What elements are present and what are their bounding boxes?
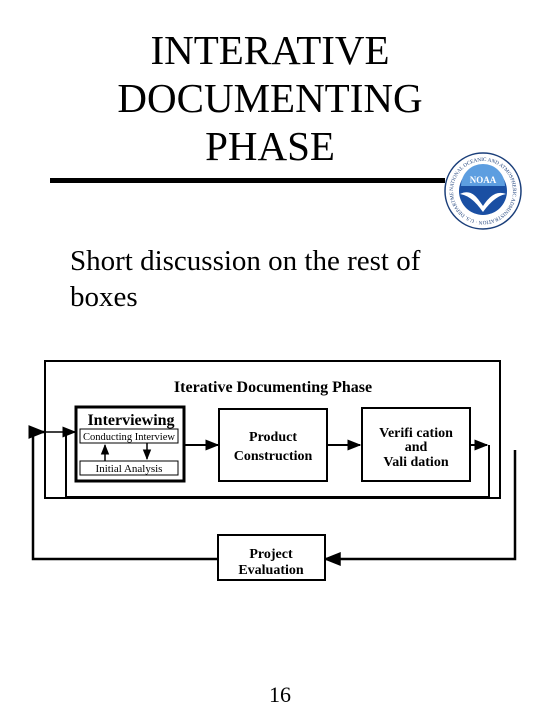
product-line-2: Construction — [234, 449, 313, 464]
conducting-interview-box — [79, 428, 179, 444]
title-line-1: INTERATIVE — [150, 27, 390, 73]
phase-title: Iterative Documenting Phase — [174, 379, 372, 396]
process-diagram: Iterative Documenting Phase Interviewing… — [28, 360, 517, 581]
interviewing-title: Interviewing — [87, 412, 174, 429]
initial-analysis-box — [79, 460, 179, 476]
arrow-to-evaluation — [323, 450, 517, 566]
evaluation-line-2: Evaluation — [238, 563, 304, 578]
page-number: 16 — [269, 682, 291, 707]
initial-analysis-label: Initial Analysis — [96, 463, 163, 475]
evaluation-line-1: Project — [249, 547, 293, 562]
logo-bird — [460, 192, 506, 212]
verification-line-2: and — [405, 440, 428, 455]
product-construction-box — [218, 408, 328, 482]
arrow-evaluation-to-phase — [28, 425, 218, 561]
project-evaluation-box — [217, 534, 326, 581]
noaa-logo: NATIONAL OCEANIC AND ATMOSPHERIC ADMINIS… — [444, 152, 522, 230]
title-underline — [50, 178, 445, 183]
slide-title: INTERATIVE DOCUMENTING PHASE — [60, 26, 480, 170]
verification-line-3: Vali dation — [383, 455, 448, 470]
body-text: Short discussion on the rest of boxes — [70, 245, 421, 313]
product-line-1: Product — [249, 430, 297, 445]
logo-sky — [461, 164, 505, 186]
title-line-2: DOCUMENTING — [117, 75, 423, 121]
inner-loop-line — [65, 432, 490, 498]
conducting-interview-label: Conducting Interview — [83, 431, 175, 443]
verification-line-1: Verifi cation — [379, 426, 453, 441]
logo-text: NOAA — [470, 175, 497, 185]
verification-box — [361, 407, 471, 482]
title-line-3: PHASE — [205, 123, 335, 169]
